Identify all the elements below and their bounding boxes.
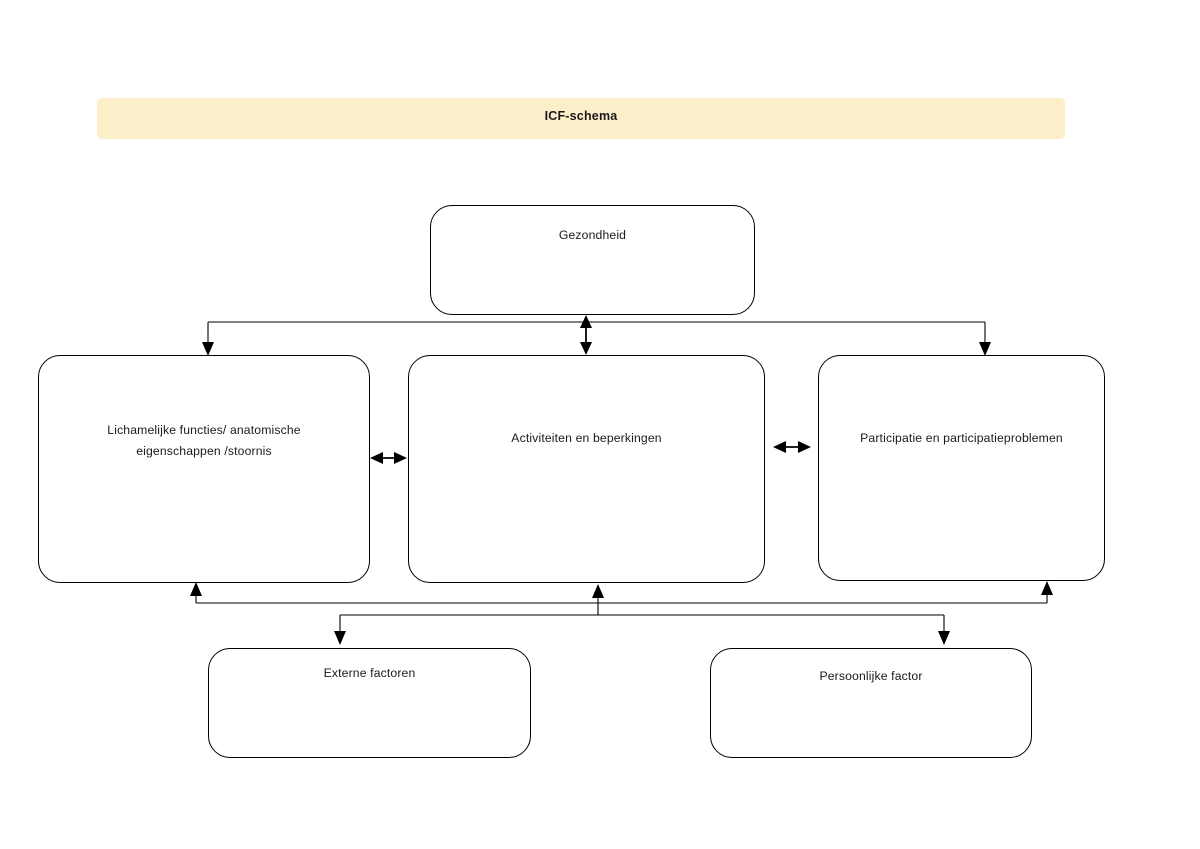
banner: ICF-schema [97, 98, 1065, 139]
edge-externe-to-participatie [1041, 581, 1053, 603]
edge-externe-to-lichamelijk [190, 582, 1047, 604]
edge-gezondheid-to-activiteiten [580, 315, 592, 355]
node-gezondheid[interactable]: Gezondheid [430, 205, 755, 315]
edge-activiteiten-to-participatie [773, 441, 811, 453]
node-participatie-en-participatieproblemen[interactable]: Participatie en participatieproblemen [818, 355, 1105, 581]
page-title: ICF-schema [544, 109, 618, 123]
edge-activiteiten-to-externe [334, 614, 598, 645]
edge-gezondheid-to-participatie [586, 321, 991, 356]
node-externe-factoren-label: Externe factoren [323, 666, 416, 680]
node-persoonlijke-factor[interactable]: Persoonlijke factor [710, 648, 1032, 758]
edge-gezondheid-to-lichamelijk [202, 321, 586, 356]
node-lichamelijke-functies-label: Lichamelijke functies/ anatomische eigen… [107, 423, 301, 458]
node-persoonlijke-factor-label: Persoonlijke factor [819, 669, 923, 683]
edge-externe-to-activiteiten [592, 584, 604, 615]
node-lichamelijke-functies[interactable]: Lichamelijke functies/ anatomische eigen… [38, 355, 370, 583]
node-externe-factoren[interactable]: Externe factoren [208, 648, 531, 758]
node-participatie-en-participatieproblemen-label: Participatie en participatieproblemen [860, 431, 1063, 445]
node-activiteiten-en-beperkingen-label: Activiteiten en beperkingen [511, 431, 662, 445]
edge-lichamelijk-to-activiteiten [370, 452, 407, 464]
node-gezondheid-label: Gezondheid [558, 228, 627, 242]
edge-activiteiten-to-persoonlijke [598, 614, 950, 645]
node-activiteiten-en-beperkingen[interactable]: Activiteiten en beperkingen [408, 355, 765, 583]
